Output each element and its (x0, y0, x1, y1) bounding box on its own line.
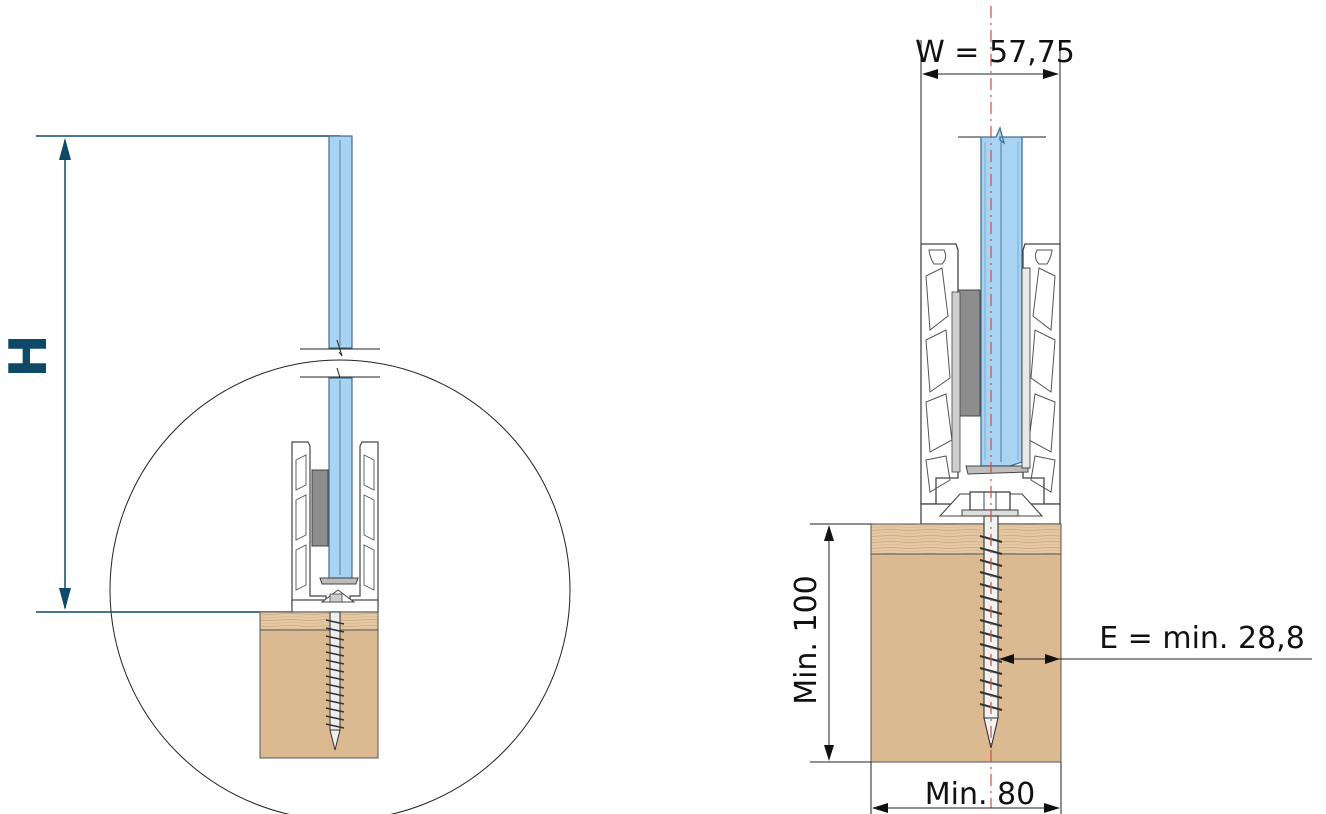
gasket-detail (957, 289, 981, 417)
min-width-label: Min. 80 (925, 777, 1035, 812)
wood-block-detail (870, 553, 1062, 763)
left-overview: H (0, 135, 571, 814)
bolt-head-detail (969, 491, 1011, 511)
wood-block-top-detail (870, 523, 1062, 555)
base-profile-left (291, 441, 379, 613)
detail-circle (109, 359, 571, 814)
h-arrow-top (59, 138, 71, 160)
wood-block-left (259, 629, 379, 759)
min-height-label: Min. 100 (789, 575, 824, 705)
height-symbol: H (0, 334, 59, 378)
glass-panel-lower (328, 377, 353, 579)
glass-panel-upper (328, 135, 353, 349)
width-dimension-label: W = 57,75 (915, 35, 1075, 70)
right-detail: W = 57,75 (789, 6, 1312, 814)
glass-panel-detail (980, 126, 1023, 467)
screw-left (325, 611, 345, 751)
edge-distance-label: E = min. 28,8 (1099, 621, 1305, 656)
base-profile-detail (920, 243, 1061, 525)
gasket-left (311, 469, 329, 547)
h-arrow-bottom (59, 588, 71, 610)
wood-block-top-left (259, 611, 379, 631)
